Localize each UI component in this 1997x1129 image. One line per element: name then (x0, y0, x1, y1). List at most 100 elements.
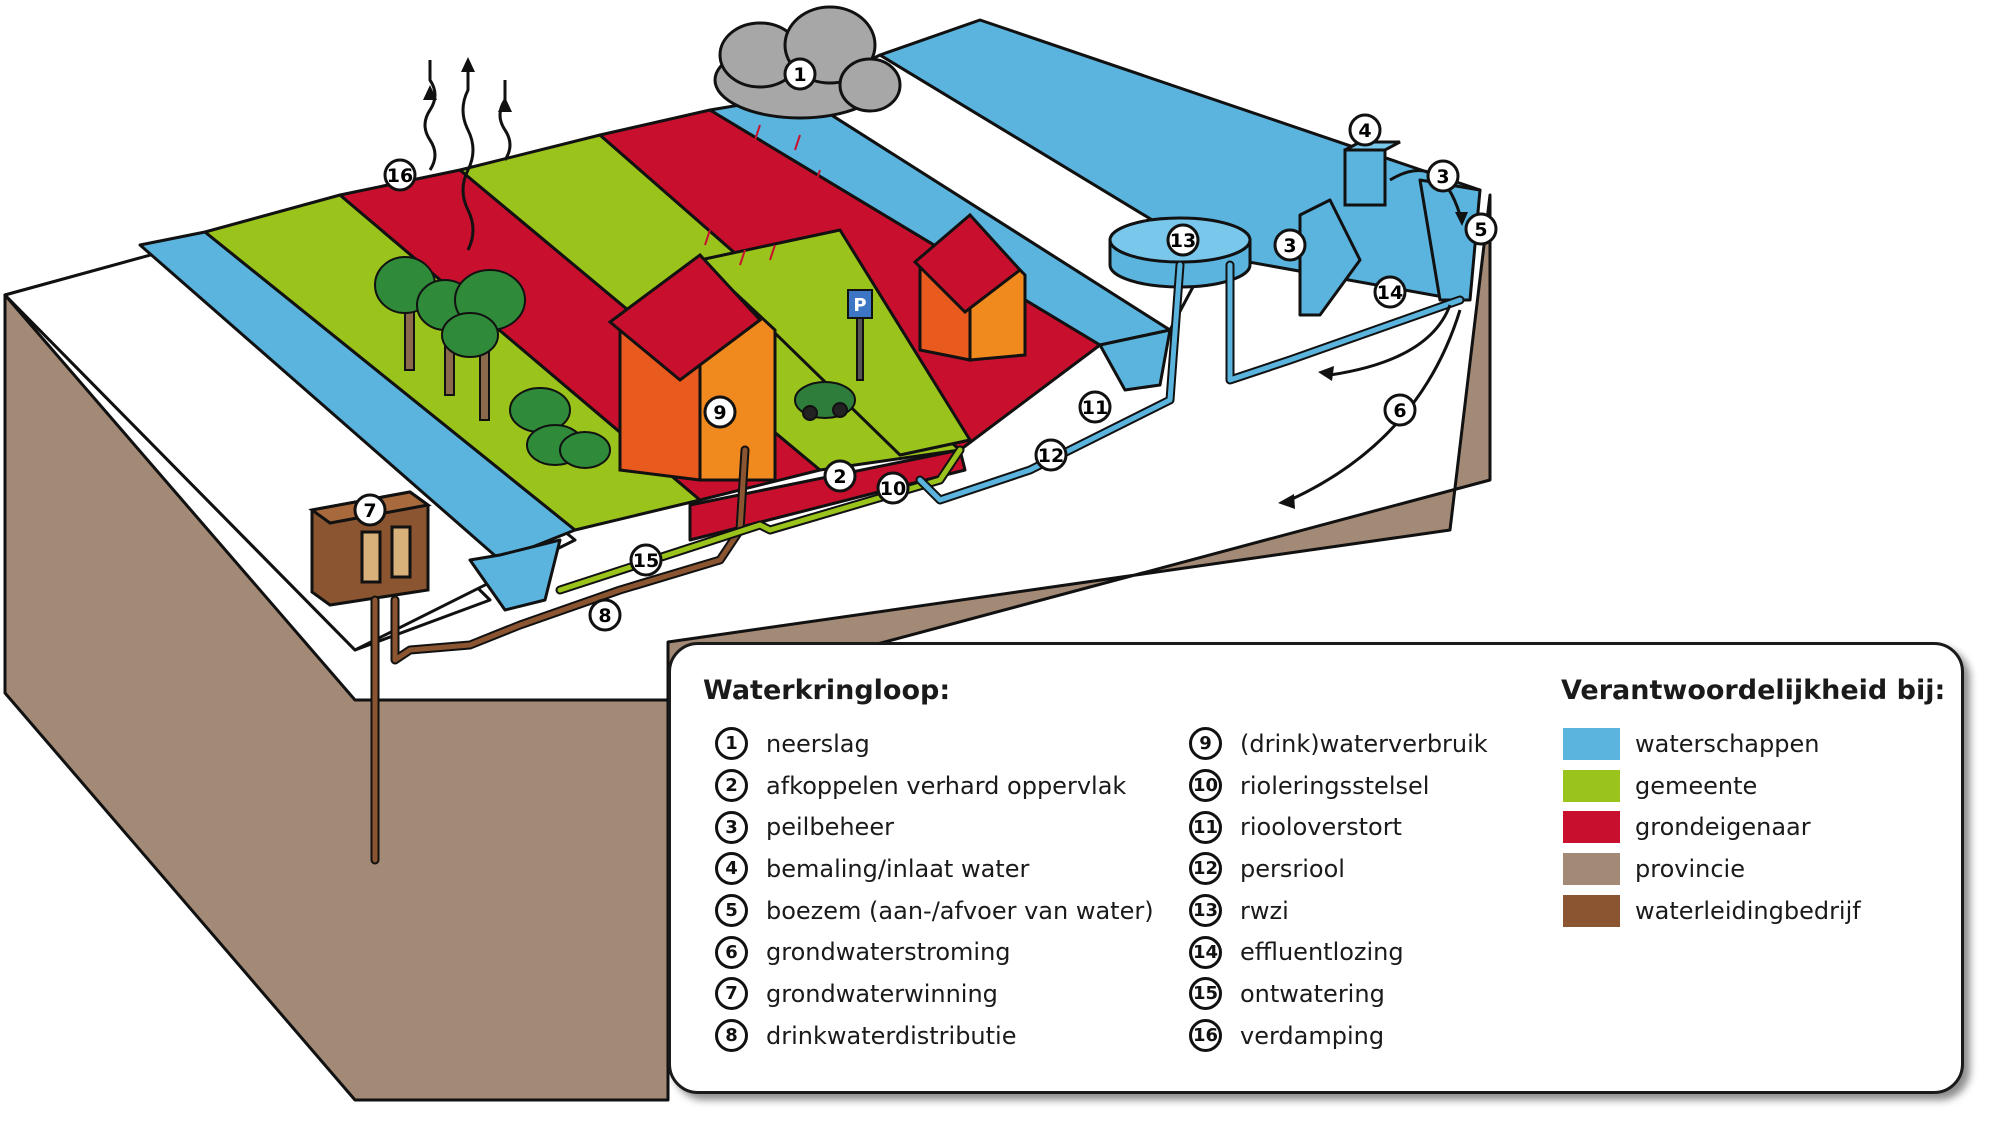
cycle-number-badge: 8 (715, 1019, 748, 1053)
marker-number: 12 (1038, 445, 1064, 467)
cycle-item: 1 neerslag (715, 723, 1154, 765)
marker-number: 14 (1377, 282, 1403, 304)
responsibility-label: waterschappen (1635, 729, 1820, 758)
color-swatch (1563, 769, 1620, 802)
marker-circle (1373, 275, 1407, 309)
cycle-item: 5 boezem (aan-/afvoer van water) (715, 890, 1154, 932)
cycle-number-badge: 6 (715, 935, 748, 969)
cycle-item-label: (drink)waterverbruik (1240, 729, 1488, 758)
marker-number: 16 (387, 165, 413, 187)
marker-circle (1464, 212, 1498, 246)
marker-number: 11 (1082, 397, 1108, 419)
cycle-item-label: peilbeheer (766, 813, 894, 842)
groundwater-station (308, 490, 432, 607)
color-swatch (1563, 727, 1620, 760)
responsibility-label: grondeigenaar (1635, 813, 1811, 842)
cycle-item-label: afkoppelen verhard oppervlak (766, 771, 1127, 800)
marker-number: 7 (363, 500, 376, 522)
responsibility-item: waterleidingbedrijf (1563, 890, 1861, 932)
marker-number: 5 (1474, 219, 1487, 241)
cycle-item-label: effluentlozing (1240, 938, 1404, 967)
cycle-item-label: neerslag (766, 729, 870, 758)
cycle-item: 4 bemaling/inlaat water (715, 848, 1154, 890)
cycle-number-badge: 5 (715, 894, 748, 928)
cycle-item-label: grondwaterstroming (766, 938, 1011, 967)
cycle-item-label: verdamping (1240, 1021, 1385, 1050)
marker-circle (1034, 438, 1068, 472)
cycle-item: 11 riooloverstort (1189, 806, 1488, 848)
cycle-item-label: boezem (aan-/afvoer van water) (766, 896, 1154, 925)
marker-circle (629, 543, 663, 577)
boezem-trench (1418, 178, 1482, 302)
cycle-item-label: rioleringsstelsel (1240, 771, 1430, 800)
marker-circle (823, 459, 857, 493)
cycle-list-right: 9 (drink)waterverbruik 10 rioleringsstelse… (1189, 723, 1488, 1057)
cycle-item: 6 grondwaterstroming (715, 931, 1154, 973)
color-swatch (1563, 852, 1620, 885)
cycle-number-badge: 7 (715, 977, 748, 1011)
marker-circle (383, 158, 417, 192)
marker-number: 13 (1170, 230, 1196, 252)
cycle-number-badge: 3 (715, 810, 748, 844)
responsibility-item: grondeigenaar (1563, 806, 1861, 848)
marker-circle (1348, 113, 1382, 147)
trees (374, 256, 611, 469)
responsibility-label: provincie (1635, 854, 1745, 883)
responsibility-item: gemeente (1563, 765, 1861, 807)
cycle-item: 12 persriool (1189, 848, 1488, 890)
marker-circle (588, 598, 622, 632)
parking-sign: P (847, 289, 873, 381)
responsibility-item: waterschappen (1563, 723, 1861, 765)
cycle-number-badge: 13 (1189, 894, 1222, 928)
canal-right-trench (1098, 328, 1172, 392)
house-back (912, 212, 1027, 362)
marker-circle (1166, 223, 1200, 257)
cycle-number-badge: 16 (1189, 1019, 1222, 1053)
cycle-number-badge: 15 (1189, 977, 1222, 1011)
cycle-number-badge: 4 (715, 852, 748, 886)
marker-circle (703, 395, 737, 429)
cycle-item-label: rwzi (1240, 896, 1289, 925)
cycle-number-badge: 14 (1189, 935, 1222, 969)
cycle-number-badge: 1 (715, 727, 748, 761)
cycle-item: 13 rwzi (1189, 890, 1488, 932)
marker-number: 3 (1436, 166, 1449, 188)
marker-circle (353, 493, 387, 527)
responsibility-list: waterschappen gemeente grondeigenaar pro… (1563, 723, 1861, 931)
cycle-item-label: persriool (1240, 854, 1345, 883)
cycle-item: 9 (drink)waterverbruik (1189, 723, 1488, 765)
marker-number: 8 (598, 605, 611, 627)
marker-number: 4 (1358, 120, 1371, 142)
dike-trench (1298, 198, 1362, 317)
cycle-title: Waterkringloop: (703, 675, 951, 706)
cycle-item: 10 rioleringsstelsel (1189, 765, 1488, 807)
marker-number: 10 (880, 478, 906, 500)
marker-circle (1078, 390, 1112, 424)
rain-drops (704, 124, 821, 266)
marker-number: 2 (833, 466, 846, 488)
marker-number: 6 (1393, 400, 1406, 422)
marker-number: 3 (1283, 235, 1296, 257)
cycle-item-label: riooloverstort (1240, 813, 1402, 842)
cycle-number-badge: 9 (1189, 727, 1222, 761)
marker-circle (1273, 228, 1307, 262)
responsibility-title: Verantwoordelijkheid bij: (1561, 675, 1946, 706)
cycle-item-label: bemaling/inlaat water (766, 854, 1030, 883)
legend-panel: Waterkringloop: Verantwoordelijkheid bij… (668, 642, 1964, 1094)
cycle-number-badge: 11 (1189, 810, 1222, 844)
cycle-item: 16 verdamping (1189, 1015, 1488, 1057)
car (794, 381, 856, 421)
responsibility-label: gemeente (1635, 771, 1758, 800)
soil-front-face (3, 293, 670, 1102)
color-swatch (1563, 811, 1620, 844)
svg-text:P: P (853, 295, 866, 316)
color-swatch (1563, 894, 1620, 927)
cycle-number-badge: 12 (1189, 852, 1222, 886)
canal-left-trench (468, 538, 562, 612)
cycle-number-badge: 10 (1189, 769, 1222, 803)
